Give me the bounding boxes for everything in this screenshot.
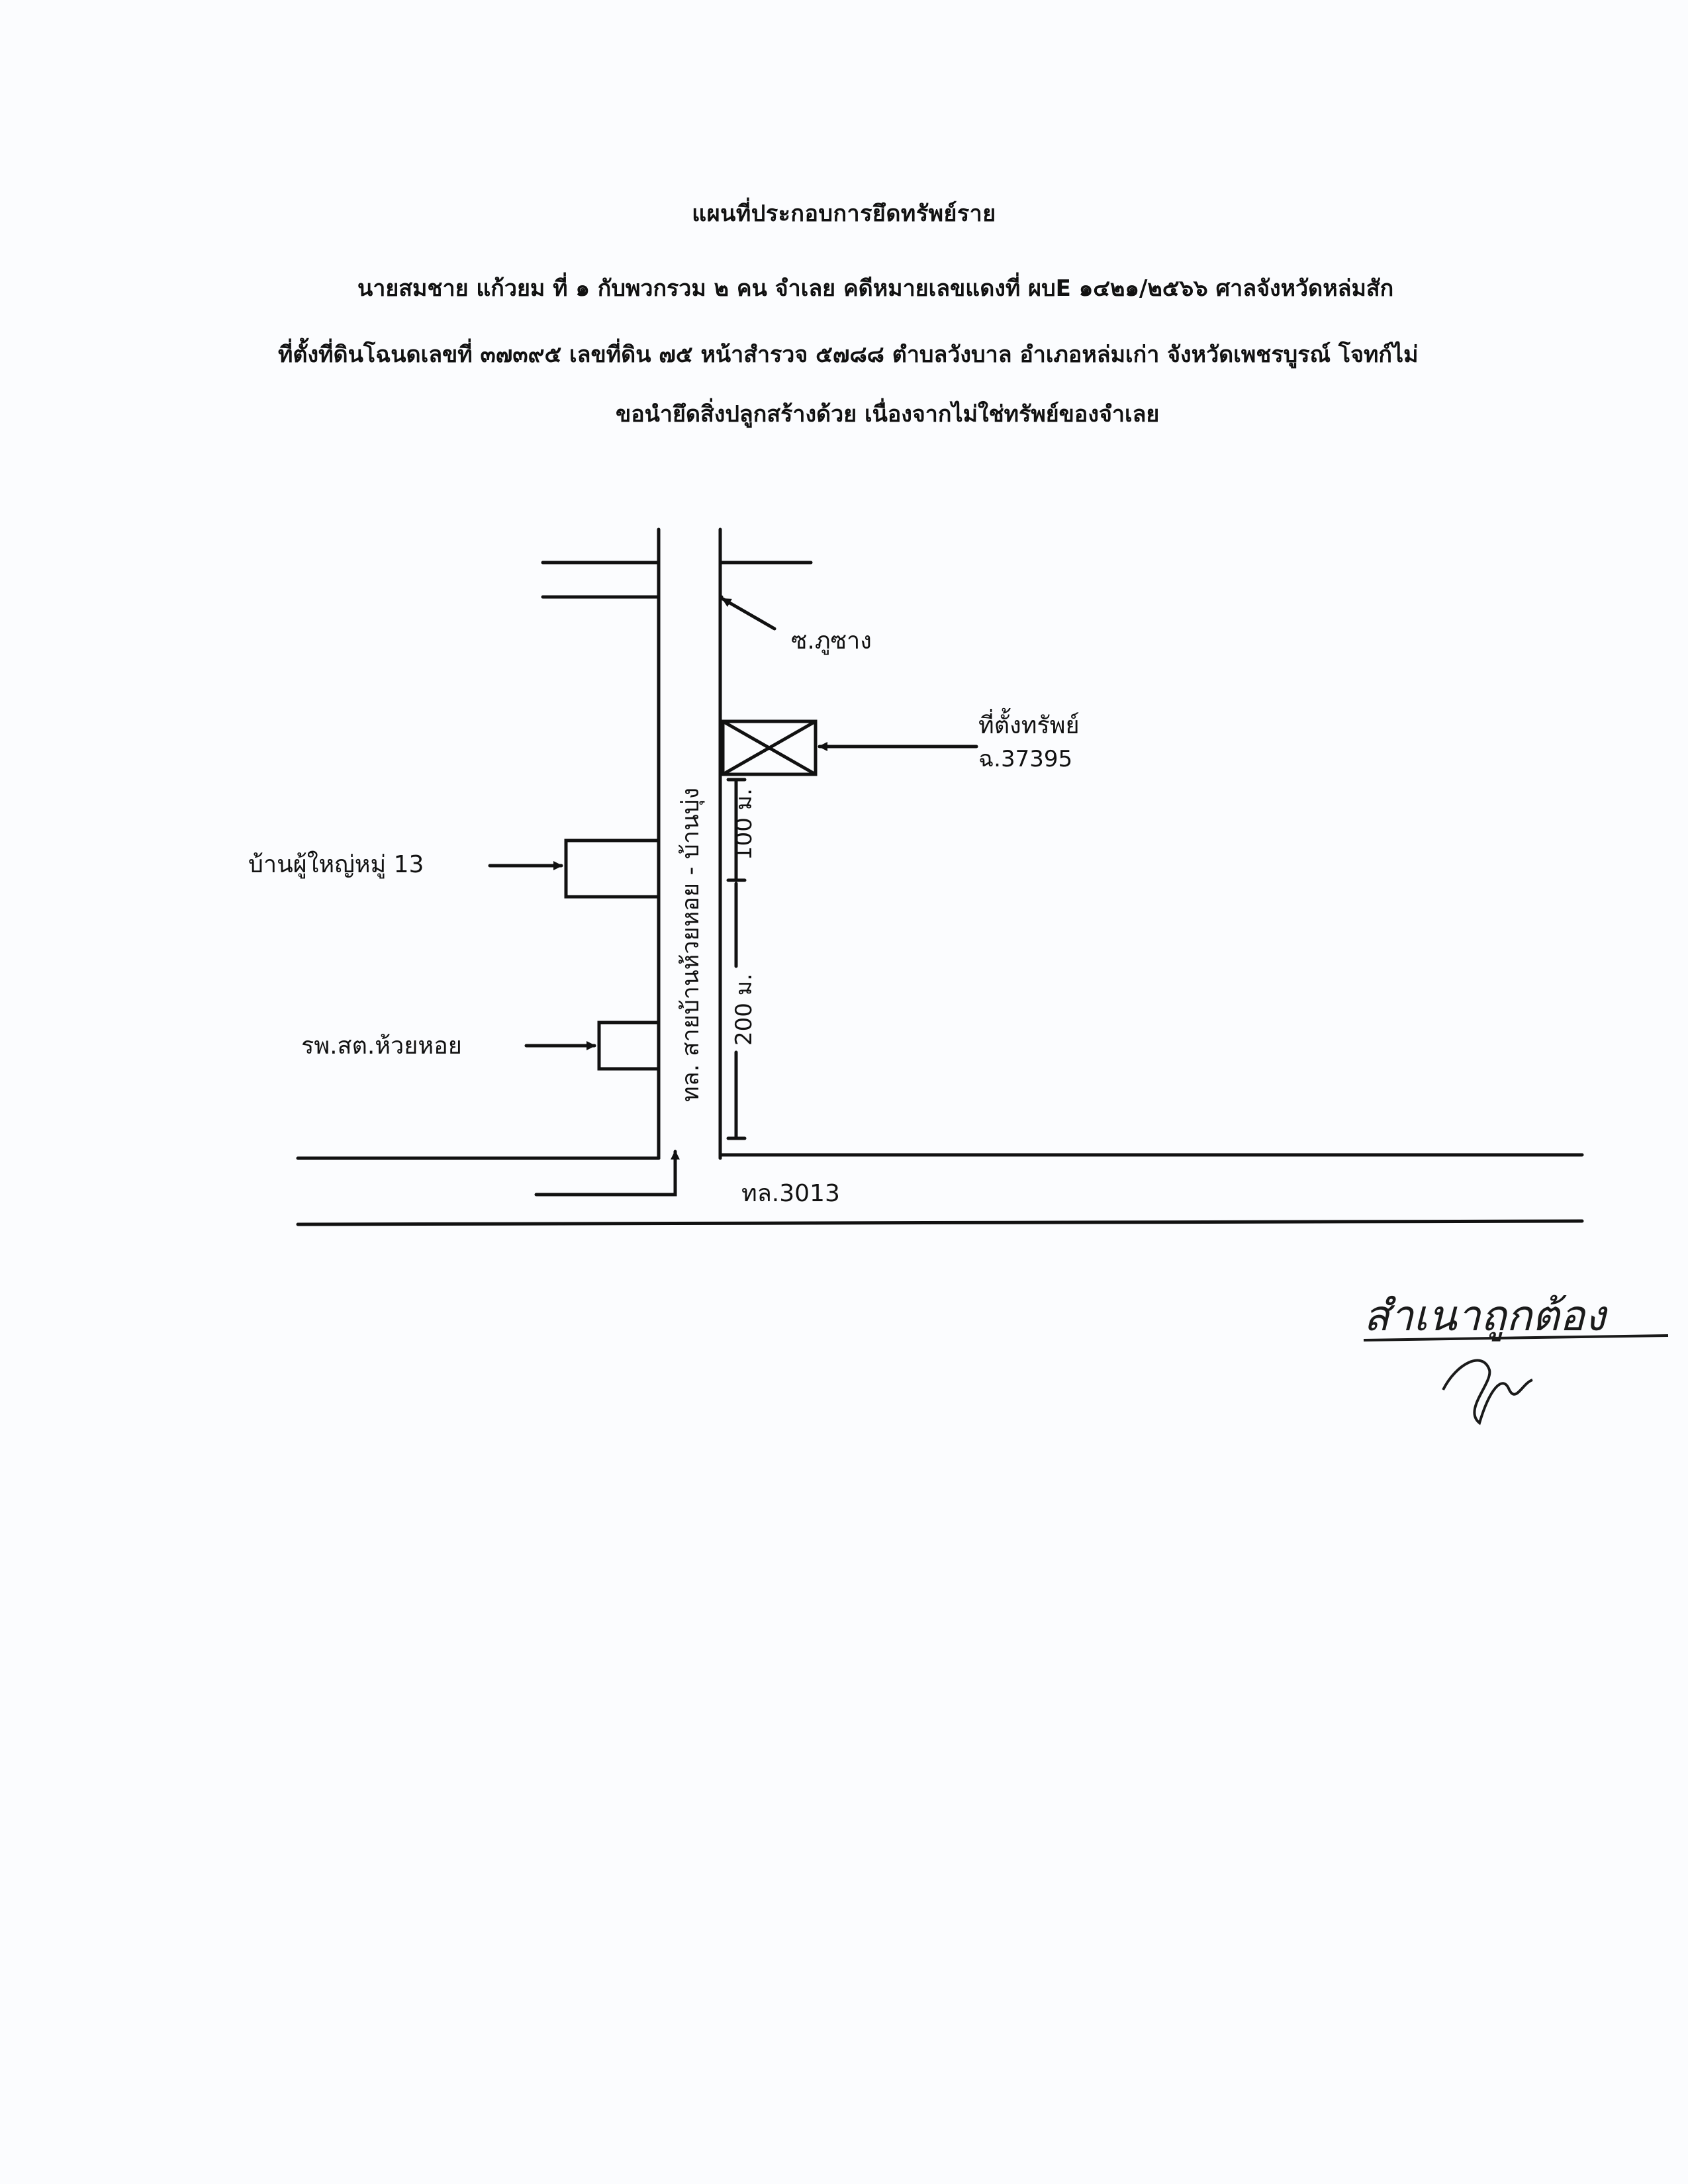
main-road-label: ทล.3013 xyxy=(741,1180,840,1207)
distance-bottom-label: 200 ม. xyxy=(731,974,757,1046)
description-line-1: นายสมชาย แก้วยม ที่ ๑ กับพวกรวม ๒ คน จำเ… xyxy=(357,275,1394,302)
property-box xyxy=(721,719,818,776)
vertical-road-label: ทล. สายบ้านห้วยหอย - บ้านบุ่ง xyxy=(677,788,705,1102)
property-cross-b xyxy=(721,719,818,776)
health-center-label: รพ.สต.ห้วยหอย xyxy=(301,1032,462,1060)
village-head-label: บ้านผู้ใหญ่หมู่ 13 xyxy=(248,850,424,879)
certification-signature: สำเนาถูกต้อง xyxy=(1363,1292,1669,1426)
soi-arrow xyxy=(721,597,776,631)
health-center-box xyxy=(597,1021,661,1071)
soi-label: ซ.ภูซาง xyxy=(791,627,872,655)
certified-text: สำเนาถูกต้อง xyxy=(1364,1292,1608,1342)
signature-scribble xyxy=(1442,1359,1533,1426)
document-title: แผนที่ประกอบการยึดทรัพย์ราย xyxy=(692,201,996,227)
description-line-2: ที่ตั้งที่ดินโฉนดเลขที่ ๓๗๓๙๕ เลขที่ดิน … xyxy=(278,341,1419,368)
deed-label: ฉ.37395 xyxy=(978,746,1072,772)
distance-top-label: 100 ม. xyxy=(731,788,757,860)
property-label: ที่ตั้งทรัพย์ xyxy=(978,707,1080,739)
turn-arrow xyxy=(534,1150,680,1197)
certified-underline xyxy=(1363,1334,1669,1342)
village-head-house-box xyxy=(564,839,661,899)
main-road-lower xyxy=(296,1219,1584,1226)
description-line-3: ขอนำยึดสิ่งปลูกสร้างด้วย เนื่องจากไม่ใช่… xyxy=(616,401,1160,428)
